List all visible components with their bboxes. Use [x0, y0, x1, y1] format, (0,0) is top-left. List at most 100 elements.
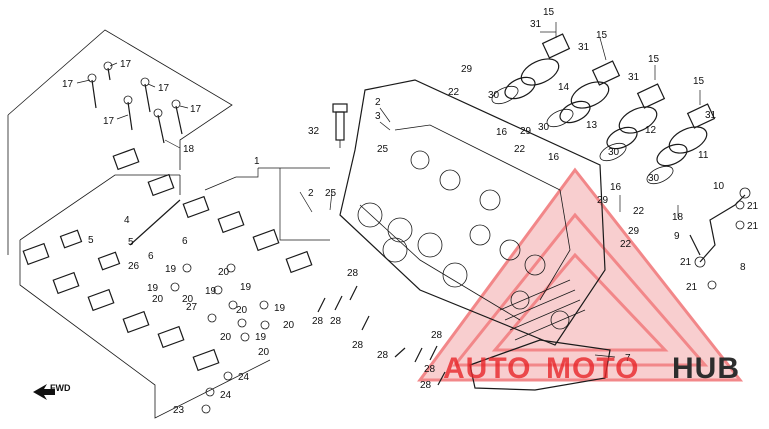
callout-12: 12	[645, 125, 657, 136]
callout-27: 27	[186, 302, 198, 313]
callout-11: 11	[698, 150, 709, 161]
callout-29d: 29	[628, 226, 640, 237]
callout-28e: 28	[377, 350, 389, 361]
callout-26: 26	[128, 261, 140, 272]
callout-32: 32	[308, 126, 320, 137]
callout-14: 14	[558, 82, 570, 93]
watermark-logo	[417, 167, 744, 382]
group-1-bracket	[279, 168, 330, 241]
bolts-28	[317, 285, 446, 386]
callout-24b: 24	[220, 390, 232, 401]
callout-20a: 20	[218, 267, 230, 278]
callout-25b: 25	[325, 188, 337, 199]
callout-15d: 15	[693, 76, 705, 87]
callout-4: 4	[124, 215, 130, 226]
watermark-brand-mid: MOTO	[546, 352, 639, 385]
callout-20d: 20	[236, 305, 248, 316]
callout-15c: 15	[648, 54, 660, 65]
callout-16b: 16	[548, 152, 560, 163]
callout-19e: 19	[274, 303, 286, 314]
callout-2b: 2	[308, 188, 314, 199]
callout-20g: 20	[258, 347, 270, 358]
left-group-outline	[7, 29, 271, 419]
callout-15b: 15	[596, 30, 608, 41]
callout-28c: 28	[330, 316, 342, 327]
bolts-17	[87, 61, 183, 144]
callout-31a: 31	[530, 19, 542, 30]
spark-plug	[332, 103, 348, 148]
callout-3: 3	[375, 111, 381, 122]
intake-manifolds	[504, 33, 716, 167]
callout-25a: 25	[377, 144, 389, 155]
fwd-label: FWD	[50, 383, 71, 393]
callout-13: 13	[586, 120, 598, 131]
callout-30c: 30	[608, 147, 620, 158]
callout-10: 10	[713, 181, 725, 192]
callout-19f: 19	[255, 332, 267, 343]
callout-22c: 22	[633, 206, 645, 217]
callout-21b: 21	[747, 221, 759, 232]
fwd-arrow-icon	[33, 384, 55, 400]
callout-15: 15	[543, 7, 555, 18]
callout-1: 1	[254, 156, 260, 167]
watermark-brand-left: AUTO	[443, 352, 531, 385]
callout-17c: 17	[103, 116, 115, 127]
callout-28d: 28	[352, 340, 364, 351]
callout-18a: 18	[183, 144, 195, 155]
callout-17d: 17	[158, 83, 170, 94]
callout-19b: 19	[147, 283, 159, 294]
callout-8: 8	[740, 262, 746, 273]
washers	[170, 263, 270, 414]
callout-20c: 20	[182, 294, 194, 305]
callout-19a: 19	[165, 264, 177, 275]
callout-6: 6	[182, 236, 188, 247]
callout-9: 9	[674, 231, 680, 242]
callout-17b: 17	[120, 59, 132, 70]
callout-5: 5	[88, 235, 94, 246]
callout-22a: 22	[448, 87, 460, 98]
callout-19c: 19	[205, 286, 217, 297]
callout-28a: 28	[347, 268, 359, 279]
callout-20e: 20	[220, 332, 232, 343]
callout-20b: 20	[152, 294, 164, 305]
oil-pipe	[689, 187, 751, 290]
callout-28g: 28	[424, 364, 436, 375]
callout-30b: 30	[538, 122, 550, 133]
callout-28f: 28	[431, 330, 443, 341]
callout-28b: 28	[312, 316, 324, 327]
callout-6b: 6	[148, 251, 154, 262]
leader-lines	[76, 22, 701, 358]
callout-22b: 22	[514, 144, 526, 155]
callout-16: 16	[496, 127, 508, 138]
callout-17e: 17	[190, 104, 202, 115]
callout-30a: 30	[488, 90, 500, 101]
callout-19d: 19	[240, 282, 252, 293]
callout-22d: 22	[620, 239, 632, 250]
callout-16c: 16	[610, 182, 622, 193]
callout-23: 23	[173, 405, 185, 416]
rocker-arms	[22, 147, 313, 372]
watermark-text: AUTO MOTO HUB	[443, 352, 740, 385]
callout-31d: 31	[705, 110, 717, 121]
callout-labels: 1 2 3 2 4 5 5 6 6 7 8 9 10 11 12 13 14 1…	[50, 7, 759, 416]
callout-5b: 5	[128, 237, 134, 248]
callout-30d: 30	[648, 173, 660, 184]
callout-31b: 31	[578, 42, 590, 53]
callout-29b: 29	[520, 126, 532, 137]
cylinder-head	[339, 79, 606, 346]
callout-29c: 29	[597, 195, 609, 206]
callout-21c: 21	[680, 257, 692, 268]
callout-2: 2	[375, 97, 381, 108]
callout-7: 7	[625, 353, 631, 364]
callout-24a: 24	[238, 372, 250, 383]
callout-21a: 21	[747, 201, 759, 212]
callout-31c: 31	[628, 72, 640, 83]
watermark-brand-right: HUB	[672, 352, 740, 385]
callout-18b: 18	[672, 212, 684, 223]
o-rings	[491, 85, 674, 185]
callout-21d: 21	[686, 282, 698, 293]
callout-20f: 20	[283, 320, 295, 331]
callout-17a: 17	[62, 79, 74, 90]
